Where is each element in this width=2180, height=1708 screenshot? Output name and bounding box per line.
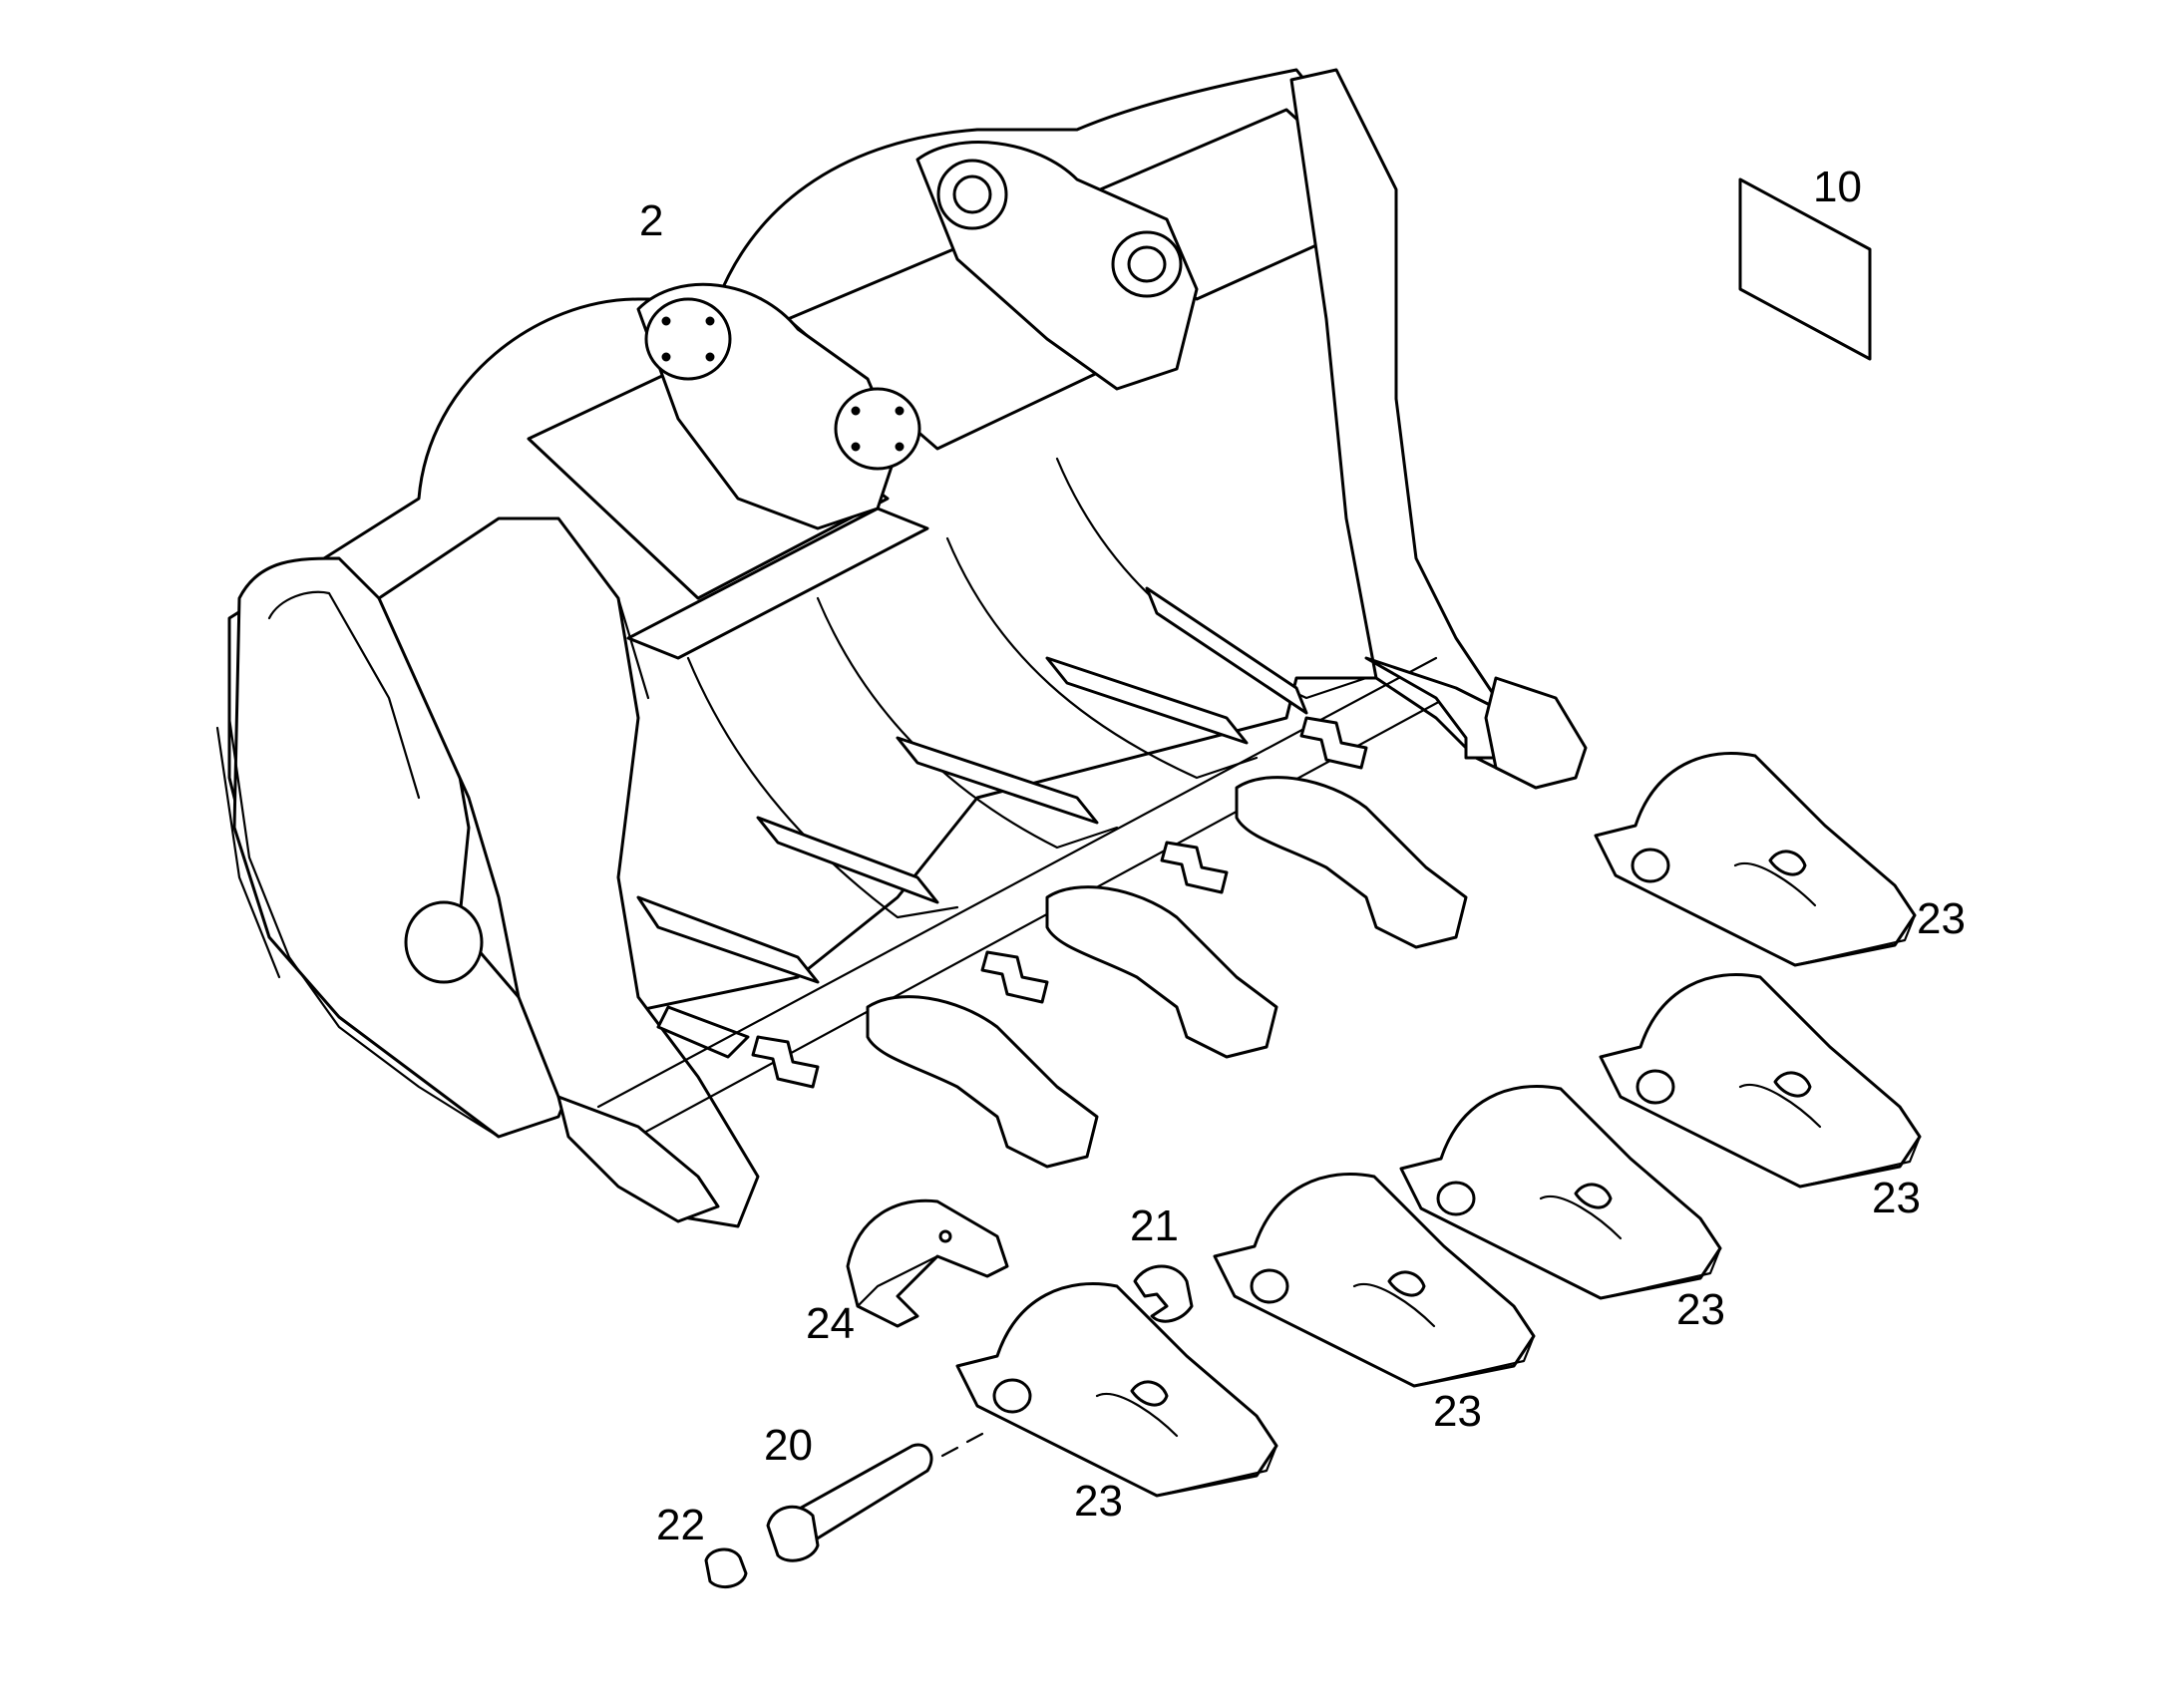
bucket-body xyxy=(215,68,1578,1228)
callout-2: 2 xyxy=(639,196,664,245)
retainer-ring xyxy=(1133,1264,1194,1323)
callout-10: 10 xyxy=(1813,163,1862,211)
callout-23-e: 23 xyxy=(1074,1477,1123,1526)
spec-plate xyxy=(1738,177,1872,361)
callout-23-a: 23 xyxy=(1917,894,1966,943)
side-shroud xyxy=(846,1198,1009,1328)
callout-22: 22 xyxy=(656,1501,705,1549)
callout-23-b: 23 xyxy=(1872,1174,1921,1222)
plug xyxy=(704,1547,748,1589)
tooth-pin xyxy=(766,1432,984,1562)
callout-21: 21 xyxy=(1130,1201,1179,1250)
tooth-tips xyxy=(955,752,1922,1498)
callout-23-c: 23 xyxy=(1676,1285,1725,1334)
tooth-adapters xyxy=(556,656,1588,1223)
callout-24: 24 xyxy=(806,1299,855,1348)
callout-23-d: 23 xyxy=(1433,1387,1482,1436)
callout-20: 20 xyxy=(764,1421,813,1470)
